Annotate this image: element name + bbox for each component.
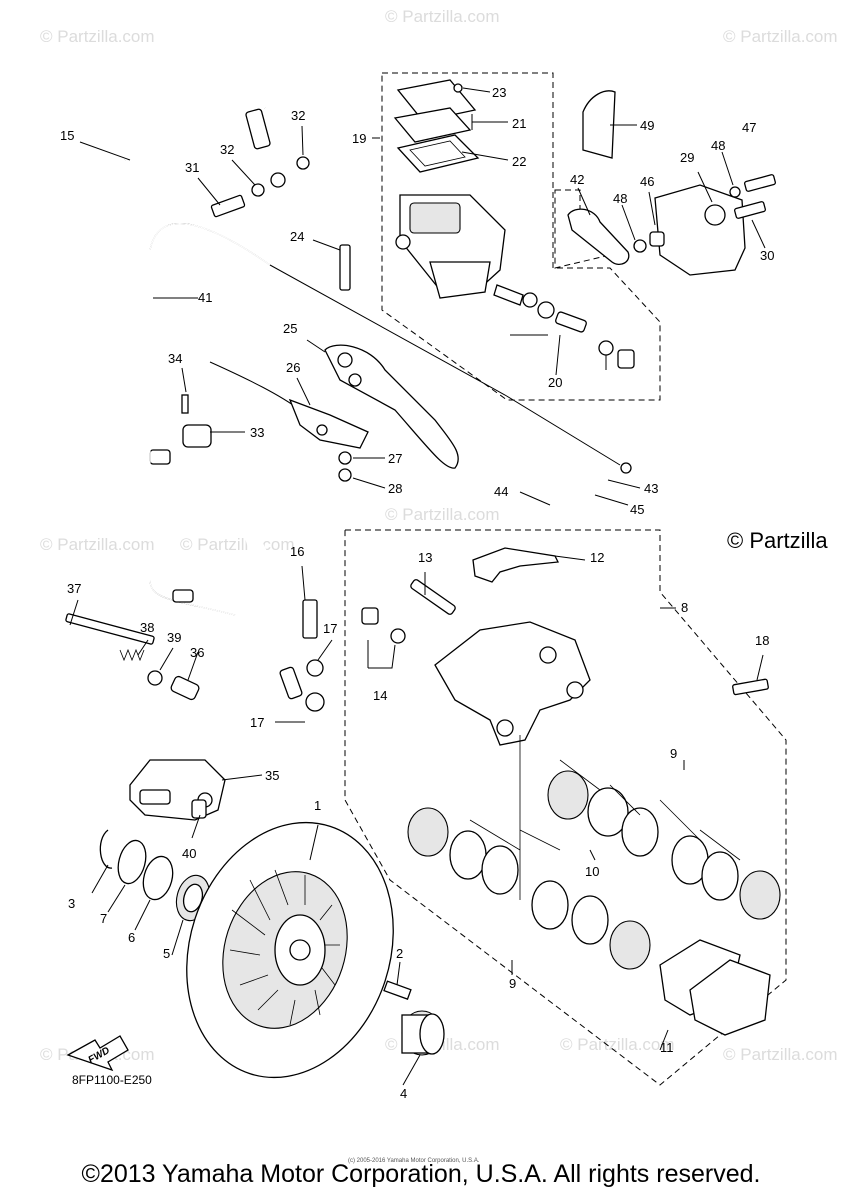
brake-disc — [186, 821, 445, 1079]
callout-29: 29 — [680, 150, 694, 165]
callout-32: 32 — [220, 142, 234, 157]
watermark: © Partzilla.com — [40, 535, 155, 554]
watermark: © Partzilla.com — [385, 7, 500, 26]
callout-48: 48 — [711, 138, 725, 153]
callout-17: 17 — [323, 621, 337, 636]
washers — [99, 829, 211, 922]
callout-47: 47 — [742, 120, 756, 135]
callout-25: 25 — [283, 321, 297, 336]
callout-10: 10 — [585, 864, 599, 879]
small-copyright: (c) 2005-2016 Yamaha Motor Corporation, … — [348, 1158, 480, 1164]
watermark: © Partzilla.com — [560, 1035, 675, 1054]
callout-23: 23 — [492, 85, 506, 100]
watermark: © Partzilla.com — [723, 1045, 838, 1064]
brake-hose — [86, 78, 303, 700]
brake-cable — [149, 223, 632, 616]
callout-18: 18 — [755, 633, 769, 648]
callout-30: 30 — [760, 248, 774, 263]
callout-34: 34 — [168, 351, 182, 366]
callout-2: 2 — [396, 946, 403, 961]
callout-9: 9 — [670, 746, 677, 761]
callout-39: 39 — [167, 630, 181, 645]
callout-35: 35 — [265, 768, 279, 783]
callout-3: 3 — [68, 896, 75, 911]
callout-27: 27 — [388, 451, 402, 466]
callout-37: 37 — [67, 581, 81, 596]
callout-7: 7 — [100, 911, 107, 926]
callout-4: 4 — [400, 1086, 407, 1101]
watermark: © Partzilla.com — [723, 27, 838, 46]
callout-5: 5 — [163, 946, 170, 961]
part-callouts: 1 2 3 4 5 6 7 8 9 9 9 10 11 12 13 14 15 … — [60, 85, 774, 1101]
callout-15: 15 — [60, 128, 74, 143]
callout-26: 26 — [286, 360, 300, 375]
callout-38: 38 — [140, 620, 154, 635]
callout-20: 20 — [548, 375, 562, 390]
callout-12: 12 — [590, 550, 604, 565]
watermark: © Partzilla.com — [385, 505, 500, 524]
caliper — [302, 547, 769, 746]
callout-19: 19 — [352, 131, 366, 146]
callout-43: 43 — [644, 481, 658, 496]
callout-28: 28 — [388, 481, 402, 496]
callout-22: 22 — [512, 154, 526, 169]
callout-36: 36 — [190, 645, 204, 660]
fasteners-top — [181, 156, 310, 448]
parking-lever — [567, 90, 776, 276]
callout-49: 49 — [640, 118, 654, 133]
watermark: © Partzilla.com — [40, 27, 155, 46]
callout-41: 41 — [198, 290, 212, 305]
callout-1: 1 — [314, 798, 321, 813]
callout-44: 44 — [494, 484, 508, 499]
callout-13: 13 — [418, 550, 432, 565]
callout-42: 42 — [570, 172, 584, 187]
callout-46: 46 — [640, 174, 654, 189]
master-cylinder — [339, 79, 635, 369]
watermark: © Partzilla.com — [180, 535, 295, 554]
callout-6: 6 — [128, 930, 135, 945]
brake-levers — [209, 344, 459, 482]
rear-parts — [65, 613, 226, 821]
callout-9: 9 — [509, 976, 516, 991]
callout-32: 32 — [291, 108, 305, 123]
leader-lines — [69, 87, 766, 1086]
callout-48: 48 — [613, 191, 627, 206]
caliper-pistons — [407, 735, 781, 1036]
callout-21: 21 — [512, 116, 526, 131]
callout-24: 24 — [290, 229, 304, 244]
fwd-arrow: FWD — [66, 1035, 129, 1072]
callout-45: 45 — [630, 502, 644, 517]
callout-33: 33 — [250, 425, 264, 440]
partzilla-brand-mark: © Partzilla — [727, 528, 828, 553]
callout-16: 16 — [290, 544, 304, 559]
callout-8: 8 — [681, 600, 688, 615]
callout-40: 40 — [182, 846, 196, 861]
callout-11: 11 — [660, 1040, 674, 1055]
callout-14: 14 — [373, 688, 387, 703]
callout-31: 31 — [185, 160, 199, 175]
copyright-notice: ©2013 Yamaha Motor Corporation, U.S.A. A… — [81, 1160, 761, 1188]
callout-17: 17 — [250, 715, 264, 730]
diagram-code: 8FP1100-E250 — [72, 1073, 152, 1087]
